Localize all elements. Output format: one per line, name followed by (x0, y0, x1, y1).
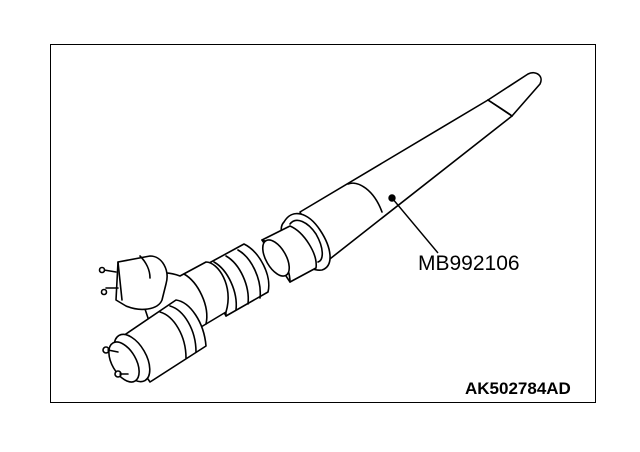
sleeve (261, 225, 317, 283)
end-cap (102, 333, 151, 383)
tapered-tube (299, 71, 542, 263)
leader-line (388, 194, 439, 254)
figure-code: AK502784AD (465, 379, 571, 398)
connector-housing (98, 255, 168, 311)
tool-label: MB992106 (418, 252, 520, 275)
